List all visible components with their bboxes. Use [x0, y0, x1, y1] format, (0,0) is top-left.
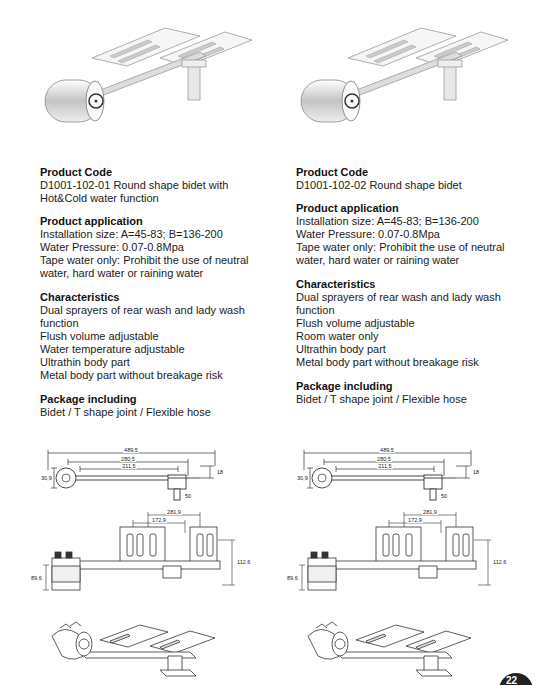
spec-text: Bidet / T shape joint / Flexible hose — [40, 406, 272, 419]
dimension-label: 18 — [472, 469, 480, 475]
spec-text: Installation size: A=45-83; B=136-200 — [296, 215, 528, 228]
spec-text: Metal body part without breakage risk — [40, 369, 272, 382]
spec-text: Tape water only: Prohibit the use of neu… — [296, 241, 528, 267]
dimension-label: 112,6 — [492, 559, 507, 565]
dimension-label: 30,9 — [296, 475, 309, 481]
dimension-label: 89,6 — [286, 575, 299, 581]
section-heading: Product application — [296, 202, 399, 215]
spec-text: Water Pressure: 0.07-0.8Mpa — [40, 241, 272, 254]
page-number: 22 — [506, 675, 517, 685]
dimension-label: 211,5 — [377, 463, 392, 469]
dimension-label: 18 — [216, 469, 224, 475]
dimension-label: 89,6 — [30, 575, 43, 581]
spec-text: D1001-102-01 Round shape bidet with Hot&… — [40, 179, 272, 205]
section-heading: Package including — [40, 393, 137, 406]
spec-text: Installation size: A=45-83; B=136-200 — [40, 228, 272, 241]
section-heading: Package including — [296, 380, 393, 393]
section-heading: Product Code — [296, 166, 368, 179]
spec-text: D1001-102-02 Round shape bidet — [296, 179, 528, 192]
dimension-label: 280,5 — [376, 456, 392, 462]
dimension-label: 489,5 — [123, 447, 139, 453]
section-heading: Characteristics — [40, 291, 120, 304]
dimension-label: 211,5 — [121, 463, 136, 469]
spec-text: Bidet / T shape joint / Flexible hose — [296, 393, 528, 406]
section-heading: Characteristics — [296, 278, 376, 291]
section-heading: Product Code — [40, 166, 112, 179]
dimension-label: 281,9 — [422, 509, 438, 515]
spec-text: Flush volume adjustable — [40, 330, 272, 343]
spec-text: Metal body part without breakage risk — [296, 356, 528, 369]
spec-text: Flush volume adjustable — [296, 317, 528, 330]
dimension-label: 50 — [184, 493, 192, 499]
dimension-label: 30,9 — [40, 475, 53, 481]
spec-text: Water temperature adjustable — [40, 343, 272, 356]
section-heading: Product application — [40, 215, 143, 228]
spec-text: Dual sprayers of rear wash and lady wash… — [40, 304, 272, 330]
spec-text: Dual sprayers of rear wash and lady wash… — [296, 291, 528, 317]
spec-text: Tape water only: Prohibit the use of neu… — [40, 254, 272, 280]
dimension-label: 112,6 — [236, 559, 251, 565]
dimension-label: 172,9 — [151, 517, 167, 523]
spec-text: Ultrathin body part — [40, 356, 272, 369]
spec-text: Room water only — [296, 330, 528, 343]
dimension-label: 280,5 — [120, 456, 136, 462]
dimension-label: 489,5 — [379, 447, 395, 453]
dimension-label: 50 — [440, 493, 448, 499]
dimension-label: 281,9 — [166, 509, 182, 515]
dimension-label: 172,9 — [407, 517, 423, 523]
spec-text: Ultrathin body part — [296, 343, 528, 356]
spec-text: Water Pressure: 0.07-0.8Mpa — [296, 228, 528, 241]
